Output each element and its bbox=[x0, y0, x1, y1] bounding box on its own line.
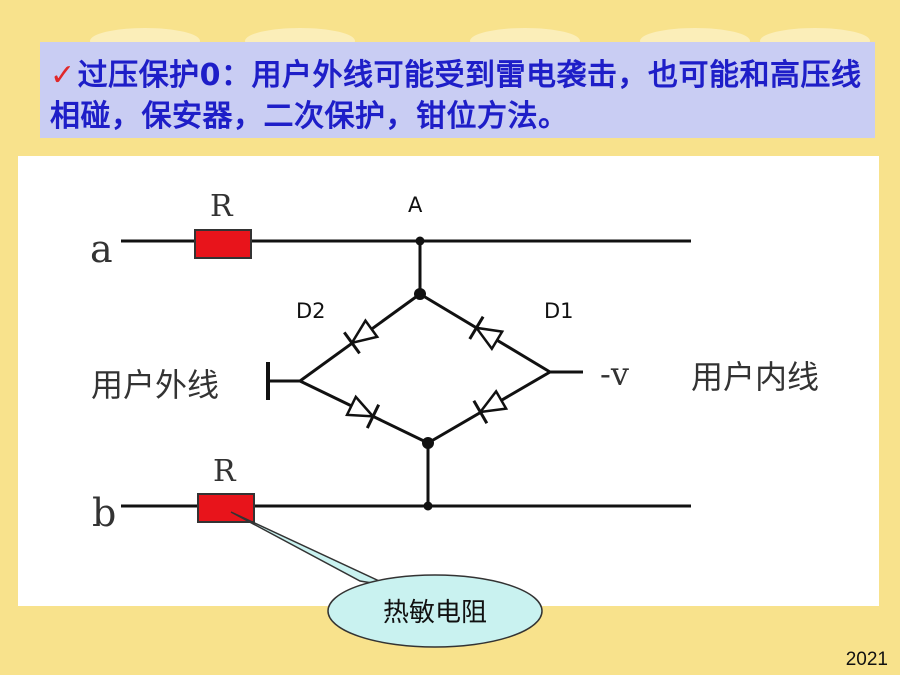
junction-bridge-top bbox=[414, 288, 426, 300]
junction-line-b bbox=[423, 501, 433, 511]
junction-bridge-bottom bbox=[422, 437, 434, 449]
diode-lower-right bbox=[472, 389, 509, 425]
junction-node-a bbox=[415, 236, 425, 246]
check-icon: ✓ bbox=[50, 58, 76, 93]
callout-text: 热敏电阻 bbox=[383, 598, 487, 628]
node-a-label: A bbox=[408, 193, 423, 217]
title-banner bbox=[40, 42, 875, 138]
inner-line-label: 用户内线 bbox=[691, 358, 819, 396]
circuit-panel: a b R R A D2 D1 用户外线 用户内线 -v bbox=[18, 156, 879, 606]
callout-ellipse bbox=[327, 574, 543, 648]
resistor-top-label: R bbox=[210, 189, 234, 224]
resistor-top bbox=[194, 229, 252, 259]
resistor-bottom bbox=[197, 493, 255, 523]
line-a-label: a bbox=[90, 227, 113, 271]
diode-lower-left bbox=[345, 394, 381, 429]
footer-year: 2021 bbox=[845, 649, 888, 670]
diode-d2-label: D2 bbox=[296, 299, 326, 323]
diode-d1 bbox=[468, 315, 505, 352]
outer-line-label: 用户外线 bbox=[91, 366, 219, 404]
diode-d1-label: D1 bbox=[544, 299, 574, 323]
title-text: 过压保护0：用户外线可能受到雷电袭击，也可能和高压线相碰，保安器，二次保护，钳位… bbox=[50, 58, 862, 134]
resistor-bottom-label: R bbox=[213, 454, 237, 489]
diode-d2 bbox=[343, 318, 380, 355]
line-b-label: b bbox=[92, 491, 116, 535]
voltage-label: -v bbox=[600, 355, 629, 393]
callout-bubble: 热敏电阻 bbox=[327, 574, 543, 648]
slide-title: ✓过压保护0：用户外线可能受到雷电袭击，也可能和高压线相碰，保安器，二次保护，钳… bbox=[50, 55, 872, 137]
circuit-diagram: a b R R A D2 D1 用户外线 用户内线 -v bbox=[90, 189, 819, 587]
